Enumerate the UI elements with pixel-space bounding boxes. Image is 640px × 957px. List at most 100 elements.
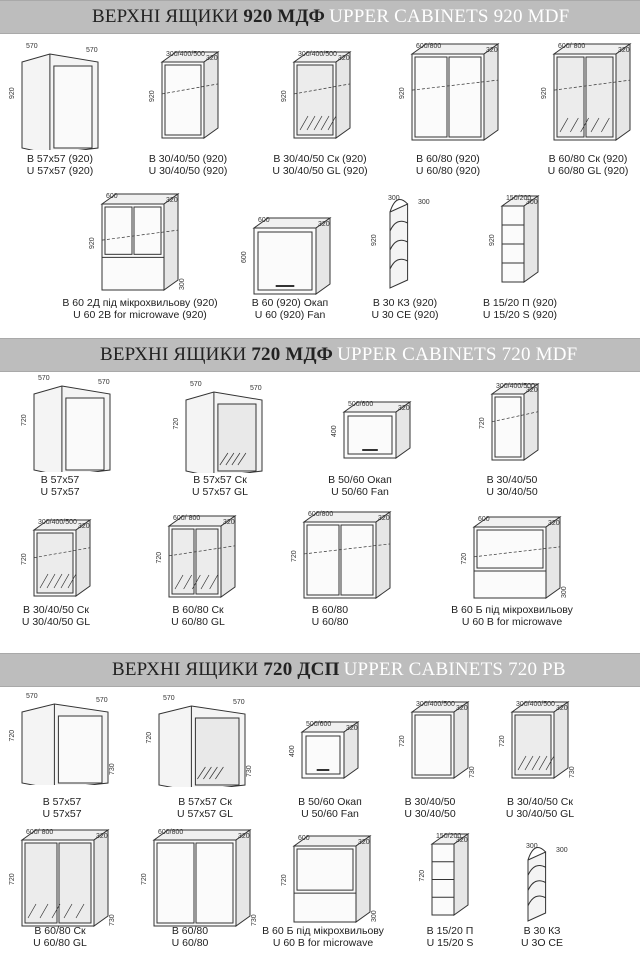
glass-hatch <box>237 452 247 466</box>
cabinet-drawing <box>510 701 570 779</box>
glass-hatch <box>192 574 201 590</box>
dim-extra-label: 730 <box>246 765 253 777</box>
caption-line-en: U 60/80 GL (920) <box>547 165 629 177</box>
cabinet-drawing <box>32 519 92 597</box>
inner-shelf <box>553 79 631 91</box>
dim-depth-label: 320 <box>456 837 468 844</box>
cabinet-caption: B 30 КЗ (920)U 30 CE (920) <box>315 297 495 321</box>
dim-depth-label: 320 <box>618 47 630 54</box>
dim-extra-label: 730 <box>251 914 258 926</box>
glass-hatch <box>51 903 61 919</box>
dim-depth-label: 320 <box>556 705 568 712</box>
dim-depth-label: 320 <box>338 55 350 62</box>
cabinet-front <box>293 845 357 923</box>
cabinet-door-left <box>156 842 195 924</box>
cabinet-door-right <box>195 528 219 595</box>
glass-hatch <box>46 573 56 589</box>
caption-line-en: U 30 CE (920) <box>371 309 439 321</box>
cabinet-curve <box>389 199 408 213</box>
caption-line-ua: B 57x57 <box>40 474 80 486</box>
caption-line-en: U 60 B for microwave <box>461 616 563 628</box>
cabinet-door <box>296 848 354 891</box>
caption-line-ua: B 30 КЗ <box>523 925 561 937</box>
dim-height-label: 720 <box>9 730 16 742</box>
dim-depth-label: 320 <box>486 47 498 54</box>
dim-height-label: 720 <box>21 553 28 565</box>
glass-hatch <box>320 115 330 131</box>
caption-line-en: U 57x57 (920) <box>26 165 94 177</box>
cabinet-door-left <box>556 56 585 138</box>
dim-height-label: 720 <box>156 552 163 564</box>
dim-width-label: 500/600 <box>348 401 373 408</box>
cabinet-side <box>527 851 547 922</box>
cabinet-drawing <box>292 51 352 139</box>
section-title-en: UPPER CABINETS 920 MDF <box>329 6 570 27</box>
cabinet-door-left <box>171 528 195 595</box>
dim-depth-label: 320 <box>346 725 358 732</box>
glass-hatch <box>601 117 610 133</box>
cabinet-door <box>53 65 93 149</box>
caption-line-en: U 3O CE <box>520 937 563 949</box>
dim-width-label: 570 <box>26 43 38 50</box>
cabinet-drawing <box>33 385 111 472</box>
dim-depth-label: 320 <box>206 55 218 62</box>
cabinet-front <box>303 521 377 599</box>
dim-height-label: 920 <box>149 90 156 102</box>
caption-line-en: U 57x57 <box>40 486 80 498</box>
dim-depth-label: 320 <box>96 833 108 840</box>
cabinet-door <box>57 715 103 784</box>
glass-hatch <box>209 766 218 780</box>
glass-hatch <box>75 903 85 919</box>
cabinet-drawing <box>410 701 470 779</box>
cabinet-side <box>315 217 331 295</box>
dim-depth-label: 320 <box>318 221 330 228</box>
glass-hatch <box>559 117 569 133</box>
dim-height-label: 720 <box>9 873 16 885</box>
cabinet-side <box>355 835 371 923</box>
dim-depth-label: 320 <box>378 515 390 522</box>
dim-width-label: 600/ 800 <box>173 515 200 522</box>
inner-shelf <box>168 545 236 557</box>
caption-line-en: U 15/20 S <box>426 937 474 949</box>
dim-extra-label: 300 <box>561 586 568 598</box>
glass-hatch <box>580 117 589 133</box>
glass-hatch <box>209 574 218 590</box>
cabinet-side <box>453 833 469 916</box>
dim-extra-label: 730 <box>569 766 576 778</box>
dim-depth-label: 570 <box>98 379 110 386</box>
cabinet-drawing <box>20 829 110 927</box>
caption-line-en: U 60/80 <box>171 937 209 949</box>
caption-line-ua: B 30 КЗ (920) <box>372 297 438 309</box>
dim-width-label: 300/400/500 <box>416 701 455 708</box>
dim-width-label: 570 <box>190 381 202 388</box>
caption-line-en: U 30/40/50 GL <box>21 616 91 628</box>
cabinet-door <box>476 529 544 569</box>
caption-line-ua: B 60/80 Ск <box>172 604 224 616</box>
cabinet-side <box>335 51 351 139</box>
cabinet-side <box>545 516 561 599</box>
cabinet-door <box>65 397 105 471</box>
inner-shelf <box>411 79 499 91</box>
dim-depth-label: 320 <box>358 839 370 846</box>
glass-hatch <box>299 115 309 131</box>
caption-line-en: U 60/80 GL <box>171 616 225 628</box>
dim-width-label: 600/800 <box>158 829 183 836</box>
cabinet-caption: B 60 2Д під мікрохвильову (920)U 60 2B f… <box>50 297 230 321</box>
glass-hatch <box>538 755 548 771</box>
